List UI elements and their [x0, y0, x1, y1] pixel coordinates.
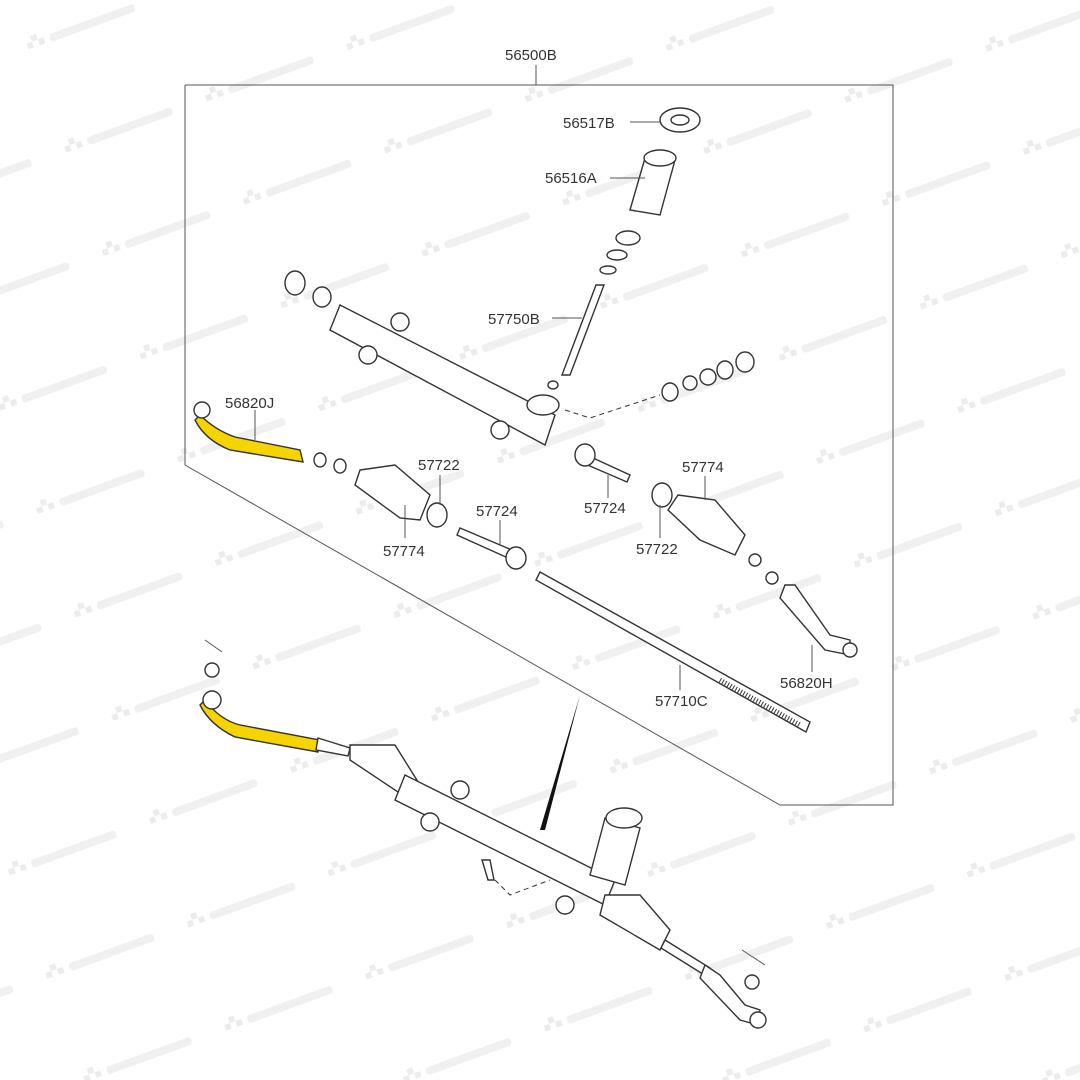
- label-tie-rod-end-left: 56820J: [225, 395, 274, 412]
- assembly-label: 56500B: [505, 47, 557, 64]
- label-boot-right: 57774: [682, 459, 724, 476]
- pinion-housing-flange: [643, 149, 677, 167]
- label-tie-rod-end-right: 56820H: [780, 675, 833, 692]
- boot-right: [667, 494, 746, 556]
- label-pinion-housing: 56516A: [545, 170, 597, 187]
- castle-nut-right: [744, 974, 760, 990]
- tie-rod-end-left: [194, 414, 304, 463]
- band-right: [651, 482, 673, 508]
- yoke-spring: [682, 375, 698, 391]
- yoke-seal: [716, 360, 734, 380]
- inner-rod-right-ball: [574, 443, 596, 467]
- rack-teeth: [718, 677, 802, 728]
- castle-nut-left: [204, 662, 220, 678]
- label-pinion-seal: 56517B: [563, 115, 615, 132]
- pinion-nut: [547, 380, 559, 390]
- nut-right: [748, 553, 762, 567]
- yoke-leader: [564, 394, 661, 419]
- bearing: [615, 230, 641, 246]
- housing-mount-1: [390, 312, 410, 332]
- nut-right-2: [765, 571, 779, 585]
- yoke: [661, 382, 679, 402]
- label-band-right: 57722: [636, 541, 678, 558]
- band-left: [426, 502, 448, 528]
- mount-bolt: [481, 859, 495, 881]
- assembled-rod-left: [315, 737, 351, 757]
- assembled-ball-joint-right: [749, 1011, 767, 1029]
- cotter-pin-left: [204, 639, 223, 653]
- label-inner-rod-left: 57724: [476, 503, 518, 520]
- boot-left: [354, 464, 431, 521]
- assembled-mount-1: [450, 780, 470, 800]
- pinion-shaft: [560, 284, 606, 376]
- pinion-seal-inner: [670, 114, 690, 126]
- pinion-bore: [526, 394, 560, 416]
- label-boot-left: 57774: [383, 543, 425, 560]
- cotter-pin-right: [741, 949, 766, 966]
- inner-rod-left-ball: [505, 546, 527, 570]
- assembled-mount-3: [555, 895, 575, 915]
- nut-left: [313, 452, 327, 468]
- ball-joint-right: [842, 642, 858, 658]
- assembled-mount-2: [420, 812, 440, 832]
- assembled-pinion-top: [605, 807, 643, 829]
- label-pinion-shaft: 57750B: [488, 311, 540, 328]
- housing-seal: [284, 270, 306, 296]
- label-inner-rod-right: 57724: [584, 500, 626, 517]
- snap-ring: [606, 249, 628, 261]
- nut-left-2: [333, 458, 347, 474]
- assembled-ball-joint-left: [202, 690, 222, 710]
- housing-mount-2: [358, 345, 378, 365]
- lock-nut: [735, 351, 755, 373]
- housing-mount-3: [490, 420, 510, 440]
- assembled-tie-rod-end-left: [199, 698, 321, 753]
- bolt-leader: [494, 879, 551, 896]
- housing-bush: [312, 286, 332, 308]
- washer: [599, 265, 617, 275]
- label-band-left: 57722: [418, 457, 460, 474]
- yoke-plug: [699, 368, 717, 386]
- ball-joint-left: [193, 401, 211, 419]
- label-rack-bar: 57710C: [655, 693, 708, 710]
- assembly-arrow: [540, 695, 580, 830]
- assembly-frame: [184, 84, 894, 806]
- rack-housing: [329, 304, 556, 447]
